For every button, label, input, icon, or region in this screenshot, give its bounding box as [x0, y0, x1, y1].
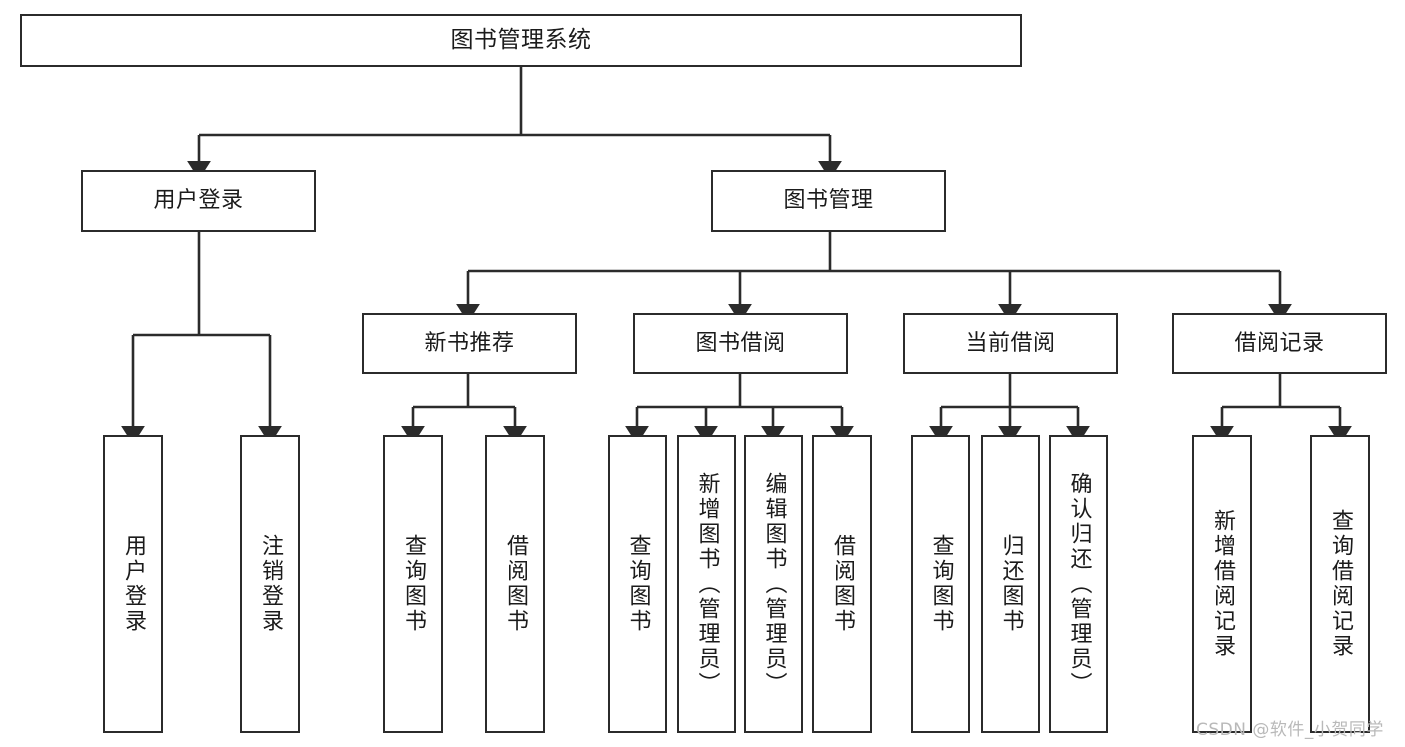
node-label: 当前借阅 [965, 330, 1056, 356]
node-label: 确认归还（管理员） [1066, 471, 1092, 697]
node-label: 查询图书 [928, 534, 954, 634]
node-book-management[interactable]: 图书管理 [711, 170, 946, 232]
node-label: 查询借阅记录 [1328, 509, 1353, 659]
node-label: 用户登录 [153, 188, 244, 214]
leaf-current-borrow-confirm-return-admin[interactable]: 确认归还（管理员） [1049, 435, 1108, 733]
leaf-book-borrow-query[interactable]: 查询图书 [608, 435, 667, 733]
node-root-book-management-system[interactable]: 图书管理系统 [20, 14, 1022, 67]
leaf-current-borrow-return[interactable]: 归还图书 [981, 435, 1040, 733]
leaf-new-book-borrow[interactable]: 借阅图书 [485, 435, 545, 733]
leaf-user-login-logout[interactable]: 注销登录 [240, 435, 300, 733]
node-borrow-record[interactable]: 借阅记录 [1172, 313, 1387, 374]
node-label: 归还图书 [998, 534, 1024, 634]
node-label: 新增图书（管理员） [694, 471, 720, 697]
leaf-borrow-record-add[interactable]: 新增借阅记录 [1192, 435, 1252, 733]
node-label: 新书推荐 [424, 330, 515, 356]
node-book-borrow[interactable]: 图书借阅 [633, 313, 848, 374]
node-label: 新增借阅记录 [1210, 509, 1235, 659]
node-label: 图书借阅 [695, 330, 786, 356]
node-new-book-recommend[interactable]: 新书推荐 [362, 313, 577, 374]
node-current-borrow[interactable]: 当前借阅 [903, 313, 1118, 374]
leaf-book-borrow-edit-admin[interactable]: 编辑图书（管理员） [744, 435, 803, 733]
node-label: 查询图书 [625, 534, 651, 634]
leaf-borrow-record-query[interactable]: 查询借阅记录 [1310, 435, 1370, 733]
node-label: 借阅图书 [830, 534, 855, 634]
leaf-new-book-query[interactable]: 查询图书 [383, 435, 443, 733]
node-label: 查询图书 [401, 534, 426, 634]
node-label: 借阅记录 [1234, 330, 1325, 356]
leaf-user-login-login[interactable]: 用户登录 [103, 435, 163, 733]
leaf-book-borrow-borrow[interactable]: 借阅图书 [812, 435, 872, 733]
node-label: 注销登录 [258, 534, 283, 634]
leaf-current-borrow-query[interactable]: 查询图书 [911, 435, 970, 733]
node-label: 图书管理 [783, 188, 874, 214]
node-label: 借阅图书 [503, 534, 528, 634]
leaf-book-borrow-add-admin[interactable]: 新增图书（管理员） [677, 435, 736, 733]
node-label: 用户登录 [121, 534, 146, 634]
node-user-login[interactable]: 用户登录 [81, 170, 316, 232]
node-label: 编辑图书（管理员） [761, 471, 787, 697]
node-label: 图书管理系统 [450, 26, 592, 53]
